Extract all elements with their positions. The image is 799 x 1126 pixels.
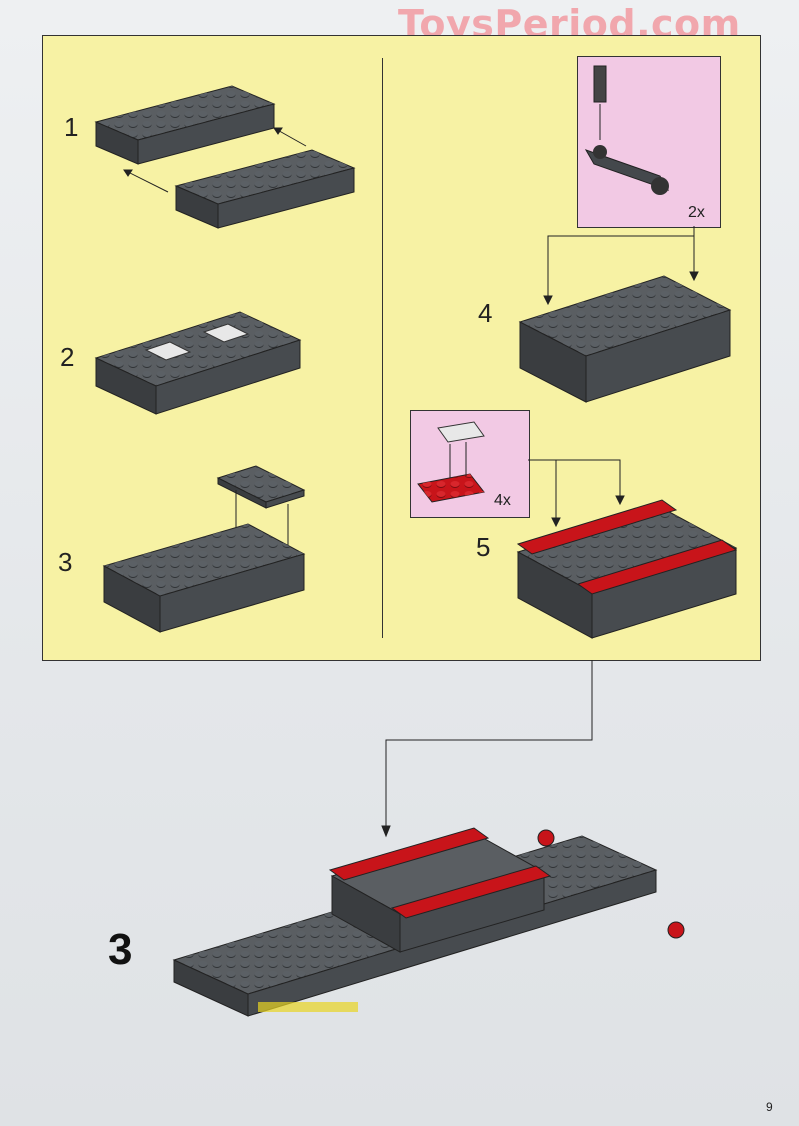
step-3-assembly	[102, 523, 306, 633]
callout-1-arrows	[543, 226, 699, 306]
callout-1-part	[584, 65, 670, 195]
step-number-5: 5	[476, 532, 491, 562]
step-5-assembly	[516, 499, 738, 639]
step-number-2: 2	[60, 342, 75, 372]
callout-box-step-4	[577, 56, 721, 228]
step-1-brick-back	[94, 85, 276, 165]
callout-quantity-4x: 4x	[494, 492, 511, 509]
step-number-3: 3	[58, 547, 73, 577]
panel-divider	[382, 58, 383, 638]
step-number-1: 1	[64, 112, 79, 142]
step-number-4: 4	[478, 298, 493, 328]
step-1-arrows	[123, 127, 307, 193]
main-assembly	[172, 827, 685, 1017]
step-4-assembly	[518, 275, 732, 403]
callout-quantity-2x: 2x	[688, 204, 705, 221]
page-number: 9	[766, 1100, 773, 1114]
callout-2-part	[417, 421, 485, 503]
main-step-number: 3	[108, 925, 133, 974]
step-1-brick-front	[174, 149, 356, 229]
step-2-assembly	[94, 311, 302, 415]
callout-2-arrows	[528, 459, 625, 528]
connector-arrow	[381, 660, 593, 838]
